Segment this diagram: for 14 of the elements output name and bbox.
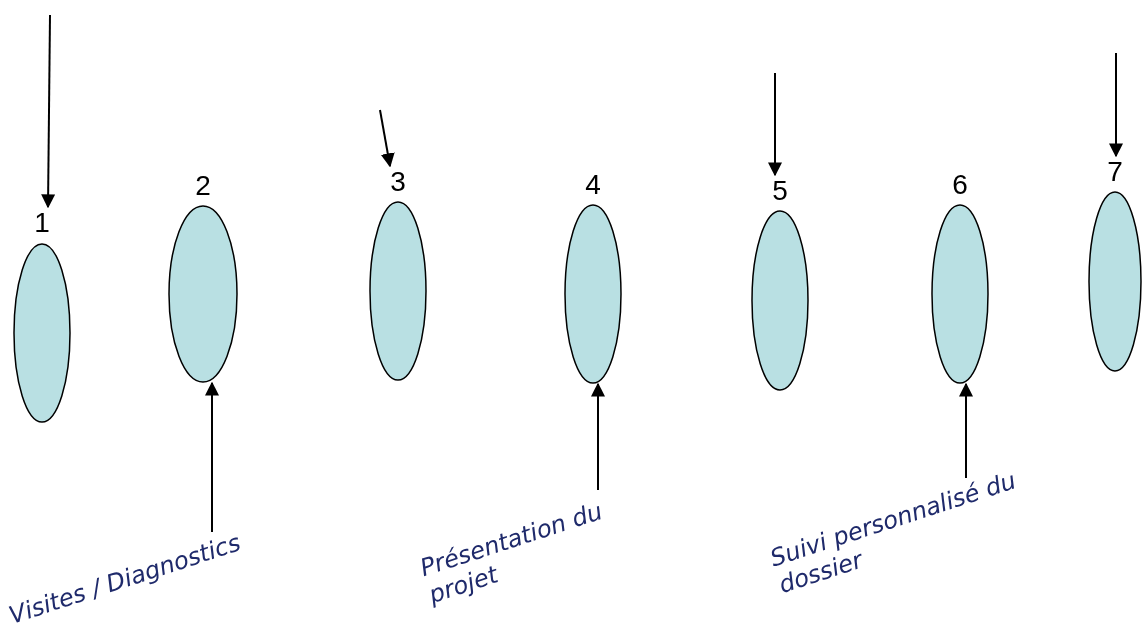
- step-number: 6: [952, 170, 968, 200]
- arrow: [959, 382, 973, 479]
- step-number: 1: [34, 208, 50, 238]
- step-number: 2: [195, 171, 211, 201]
- arrow: [591, 382, 605, 491]
- step-number: 5: [772, 176, 788, 206]
- step-number: 7: [1107, 157, 1123, 187]
- step-number: 4: [585, 170, 601, 200]
- arrow: [1109, 52, 1123, 158]
- step-number: 3: [390, 167, 406, 197]
- arrow: [379, 109, 395, 168]
- arrow: [41, 14, 56, 209]
- arrow: [205, 381, 219, 533]
- arrow: [768, 72, 782, 177]
